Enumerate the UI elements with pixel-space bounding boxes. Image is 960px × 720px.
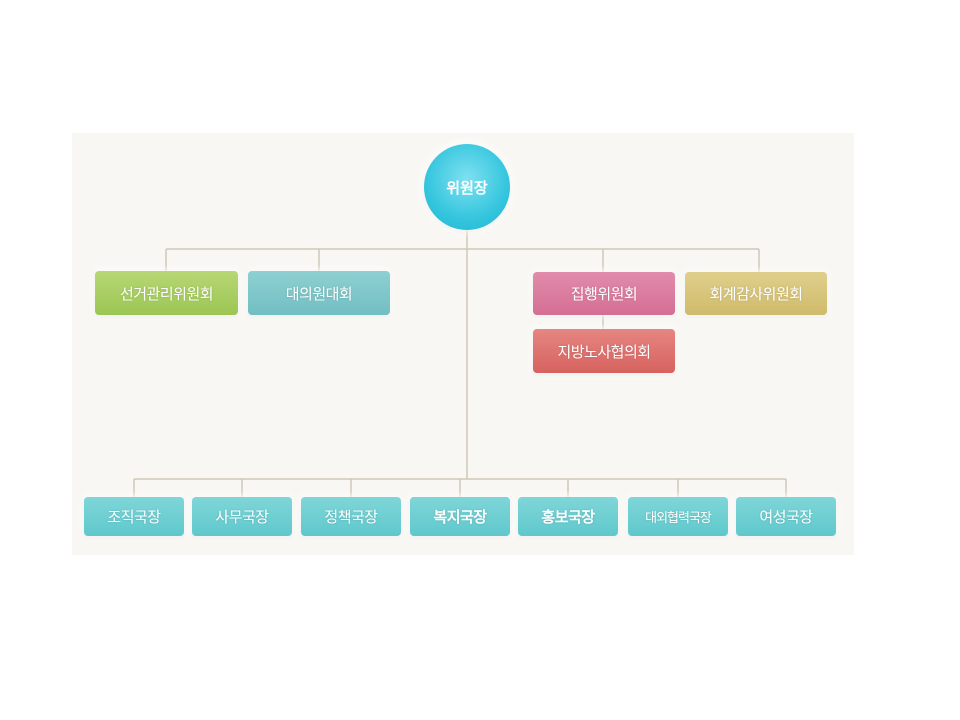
- department-label: 정책국장: [324, 508, 378, 526]
- department-node-women: 여성국장: [736, 497, 836, 536]
- committee-label: 집행위원회: [570, 285, 638, 303]
- department-node-publicity: 홍보국장: [518, 497, 618, 536]
- root-node-label: 위원장: [446, 178, 488, 197]
- root-node-chairman: 위원장: [424, 144, 510, 230]
- department-label: 복지국장: [433, 508, 487, 526]
- committee-label: 선거관리위원회: [119, 284, 214, 303]
- committee-node-congress: 대의원대회: [248, 271, 390, 315]
- committee-label: 대의원대회: [285, 284, 353, 303]
- department-label: 조직국장: [107, 508, 161, 526]
- committee-node-election: 선거관리위원회: [95, 271, 238, 315]
- department-node-external-cooperation: 대외협력국장: [628, 497, 728, 536]
- department-label: 사무국장: [215, 508, 269, 526]
- department-node-policy: 정책국장: [301, 497, 401, 536]
- department-node-office: 사무국장: [192, 497, 292, 536]
- department-label: 홍보국장: [541, 508, 595, 526]
- sub-committee-label: 지방노사협의회: [557, 342, 651, 361]
- committee-label: 회계감사위원회: [709, 285, 803, 303]
- committee-node-audit: 회계감사위원회: [685, 272, 827, 315]
- sub-committee-node-regional: 지방노사협의회: [533, 329, 675, 373]
- department-label: 대외협력국장: [645, 511, 712, 526]
- department-label: 여성국장: [759, 508, 813, 526]
- committee-node-executive: 집행위원회: [533, 272, 675, 315]
- department-node-organization: 조직국장: [84, 497, 184, 536]
- department-node-welfare: 복지국장: [410, 497, 510, 536]
